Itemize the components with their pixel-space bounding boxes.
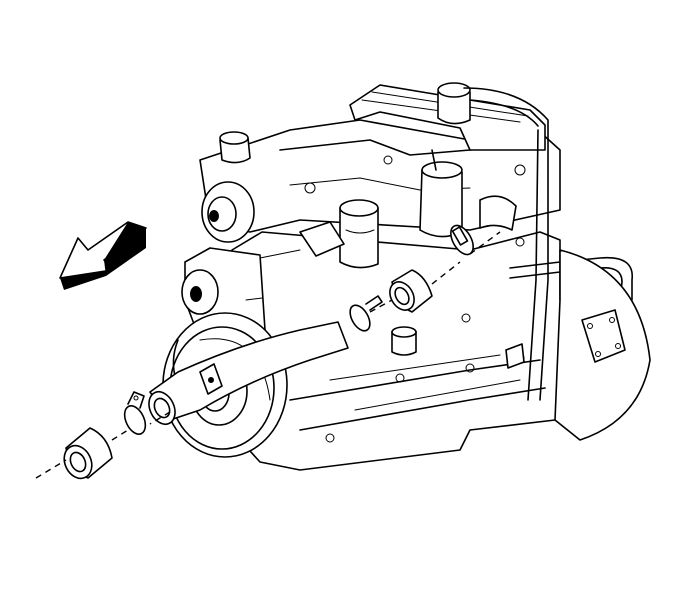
arrow-left-icon [59,221,147,290]
block-details [245,221,525,369]
water-pump-pulley [201,131,255,243]
flywheel-housing [554,249,651,441]
lower-hose [63,427,113,480]
coupling-hose [389,269,433,313]
radiator-pipe [148,321,349,426]
thermostat-housing [419,149,517,238]
lower-hose-clamp [123,391,147,435]
upper-hose-clamp [450,224,474,256]
oil-filler-cap [437,82,549,141]
middle-hose-clamp [349,295,383,332]
oil-filter [339,199,379,269]
alternator-pulley [181,269,219,315]
alignment-centerline [35,231,501,479]
